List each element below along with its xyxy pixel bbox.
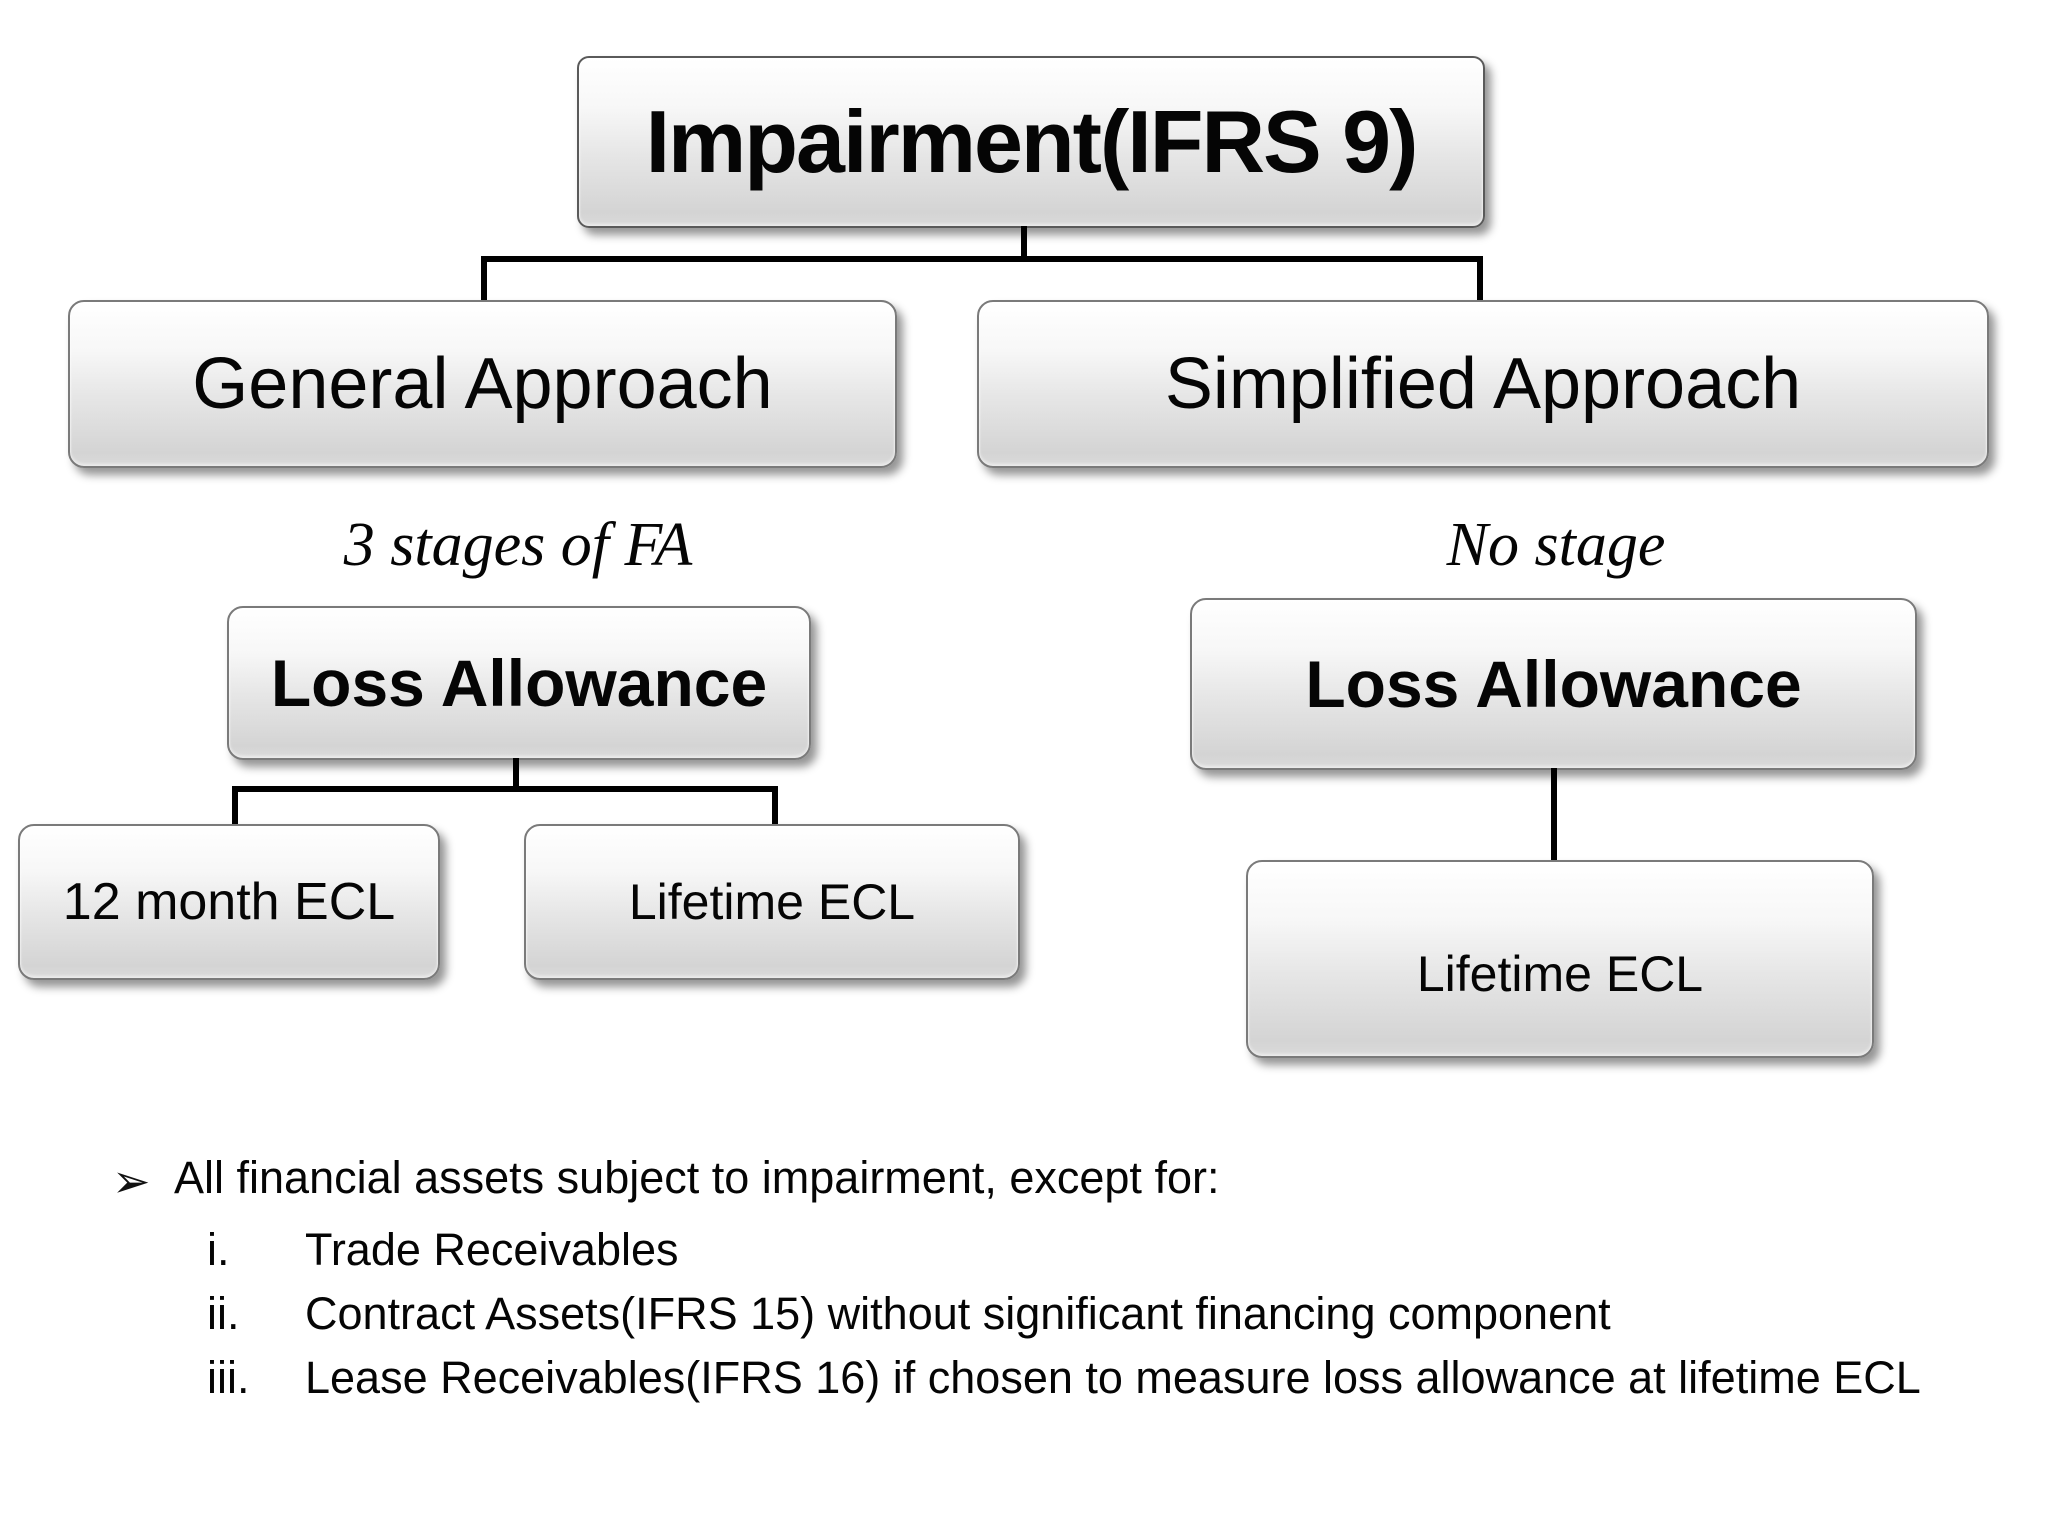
list-numeral-iii: iii.: [207, 1352, 250, 1403]
node-lifetime-ecl-general: Lifetime ECL: [524, 824, 1020, 980]
node-simplified-approach-label: Simplified Approach: [1164, 344, 1802, 424]
list-numeral-ii: ii.: [207, 1288, 240, 1339]
node-loss-allowance-general-label: Loss Allowance: [270, 646, 768, 720]
list-item-contract-assets: Contract Assets(IFRS 15) without signifi…: [305, 1288, 1611, 1339]
connector-loss-simplified-vertical: [1551, 768, 1557, 864]
connector-root-vertical: [1021, 226, 1027, 260]
list-item-lease-receivables: Lease Receivables(IFRS 16) if chosen to …: [305, 1352, 1921, 1403]
connector-level1-horizontal: [481, 256, 1483, 262]
node-loss-allowance-simplified: Loss Allowance: [1190, 598, 1917, 770]
connector-simplified-stub: [1477, 260, 1483, 302]
node-simplified-approach: Simplified Approach: [977, 300, 1989, 468]
arrow-bullet-icon: ➢: [112, 1155, 151, 1207]
node-loss-allowance-simplified-label: Loss Allowance: [1305, 647, 1802, 721]
connector-lifetime-left-stub: [772, 790, 778, 826]
node-lifetime-ecl-simplified: Lifetime ECL: [1246, 860, 1874, 1058]
note-3-stages-of-fa: 3 stages of FA: [343, 511, 693, 579]
connector-loss-general-vertical: [513, 758, 519, 792]
connector-general-stub: [481, 260, 487, 302]
node-lifetime-ecl-general-label: Lifetime ECL: [628, 874, 916, 930]
node-general-approach-label: General Approach: [192, 344, 773, 424]
node-impairment-label: Impairment(IFRS 9): [645, 92, 1419, 191]
node-loss-allowance-general: Loss Allowance: [227, 606, 811, 760]
list-item-trade-receivables: Trade Receivables: [305, 1224, 679, 1275]
node-impairment-ifrs9: Impairment(IFRS 9): [577, 56, 1485, 228]
bullet-lead-text: All financial assets subject to impairme…: [174, 1152, 1220, 1203]
node-general-approach: General Approach: [68, 300, 897, 468]
node-12-month-ecl: 12 month ECL: [18, 824, 440, 980]
list-numeral-i: i.: [207, 1224, 230, 1275]
connector-level2-horizontal: [232, 786, 778, 792]
node-12-month-ecl-label: 12 month ECL: [62, 873, 396, 931]
note-no-stage: No stage: [1446, 511, 1666, 579]
node-lifetime-ecl-simplified-label: Lifetime ECL: [1416, 946, 1704, 1002]
connector-12month-stub: [232, 790, 238, 826]
